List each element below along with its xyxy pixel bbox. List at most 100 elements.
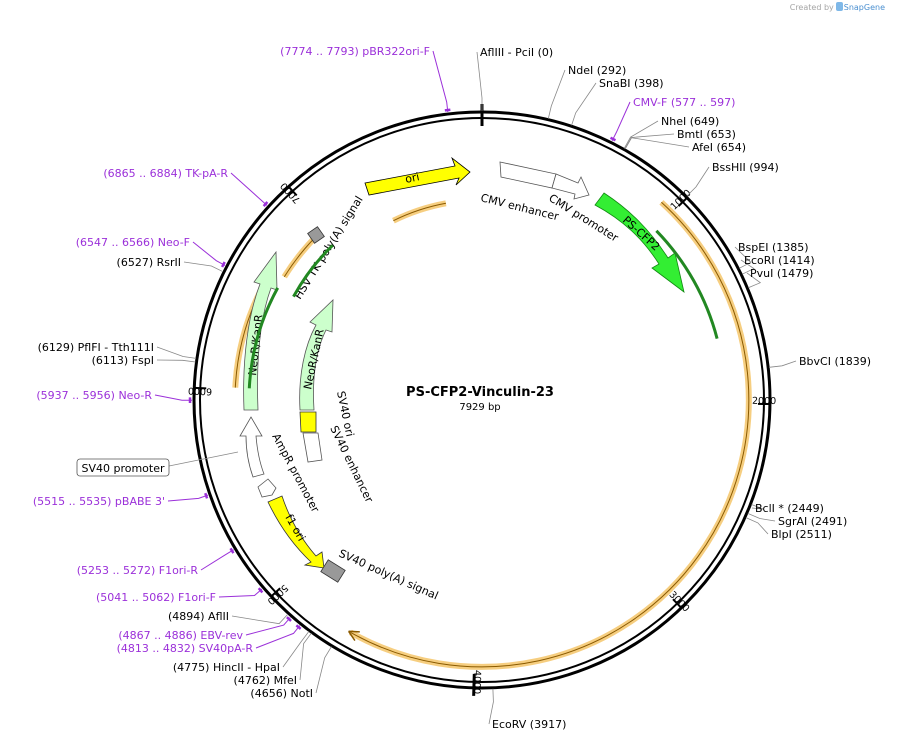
site-leader [734,246,752,269]
highlight-arc-line [350,201,750,668]
sv40-promoter-leader [168,451,239,467]
cds-arc [292,244,334,298]
site-leader [751,504,764,510]
site-label-afliii[interactable]: AflIII - PciI (0) [480,46,553,59]
site-label-ecorv[interactable]: EcoRV (3917) [492,718,566,731]
site-leader [547,69,566,119]
feature-sv40-polya[interactable] [320,559,346,583]
feature-ori[interactable] [364,156,471,196]
site-leader [746,272,762,289]
site-leader [686,166,710,197]
site-label-ndei[interactable]: NdeI (292) [568,64,626,77]
site-leader [476,51,483,111]
site-leader [156,346,197,359]
cds-arc [655,229,719,339]
primer-label-sv40pa-r[interactable]: (4813 .. 4832) SV40pA-R [117,642,254,655]
primer-mark [262,201,269,207]
primer-leader [230,172,268,206]
feature-sv40-ori[interactable] [299,411,317,433]
sv40-promoter-box[interactable] [76,458,170,477]
primer-mark [444,108,451,112]
site-label-aflii[interactable]: (4894) AflII [168,610,229,623]
site-label-hincii-hpai[interactable]: (4775) HincII - HpaI [173,661,280,674]
feature-f1-ori[interactable] [267,495,325,569]
feature-neor-inner[interactable] [299,299,334,411]
primer-leader [218,588,263,598]
primer-label-tk-pa-r[interactable]: (6865 .. 6884) TK-pA-R [103,167,228,180]
feature-ampr-promoter-tip[interactable] [257,478,277,498]
feature-ori-label: ori [404,170,421,186]
tick-mark [677,197,688,207]
site-label-blpi[interactable]: BlpI (2511) [771,528,832,541]
primer-leader [192,241,226,266]
primer-label-neo-r[interactable]: (5937 .. 5956) Neo-R [36,389,152,402]
primer-mark [229,547,235,554]
primer-label-f1ori-f[interactable]: (5041 .. 5062) F1ori-F [96,591,216,604]
site-leader [156,359,196,363]
site-leader [231,613,289,625]
primer-label-ebv-rev[interactable]: (4867 .. 4886) EBV-rev [118,629,243,642]
primer-label-f1ori-r[interactable]: (5253 .. 5272) F1ori-R [77,564,199,577]
feature-ps-cfp2[interactable] [594,192,685,293]
sv40-promoter-label: SV40 promoter [81,462,165,475]
plasmid-length: 7929 bp [459,402,500,413]
site-label-bbvci[interactable]: BbvCI (1839) [799,355,871,368]
credit-prefix: Created by [789,3,834,12]
site-label-bmti[interactable]: BmtI (653) [677,128,736,141]
site-label-noti[interactable]: (4656) NotI [250,687,313,700]
primer-label-pbabe-3[interactable]: (5515 .. 5535) pBABE 3' [33,495,165,508]
primer-mark [295,624,302,630]
tick-mark [270,587,281,598]
primer-mark [204,492,209,499]
primer-label-pbr322ori-f[interactable]: (7774 .. 7793) pBR322ori-F [280,45,430,58]
highlight-arc-line [393,202,446,222]
primer-label-neo-f[interactable]: (6547 .. 6566) Neo-F [76,236,190,249]
plasmid-name: PS-CFP2-Vinculin-23 [406,385,554,400]
cds-direction-arcs [247,229,719,389]
site-leader [571,82,597,126]
feature-cmv-enhancer[interactable] [499,161,557,189]
feature-ampr-promoter[interactable] [239,416,265,478]
site-label-rsrii[interactable]: (6527) RsrII [117,256,181,269]
tick-label: 2000 [752,396,776,407]
tick-mark [672,598,683,609]
tick-label: 6000 [188,385,213,397]
primer-mark [286,616,292,622]
site-leader [315,646,332,694]
primer-mark [609,136,617,142]
site-leader [740,259,755,275]
site-label-bspei[interactable]: BspEI (1385) [738,241,809,254]
cds-arc [247,287,280,389]
feature-cmv-enhancer-label: CMV enhancer [479,191,560,223]
site-label-pflfi-tth111i[interactable]: (6129) PflFI - Tth111I [38,341,154,354]
site-label-nhei[interactable]: NheI (649) [661,115,719,128]
site-labels: AflIII - PciI (0) NdeI (292)SnaBI (398) Nh… [33,45,871,731]
highlight-arc-arrowhead [347,630,360,642]
site-label-mfei[interactable]: (4762) MfeI [234,674,297,687]
site-label-bcli[interactable]: BclI * (2449) [755,502,824,515]
primer-leader [245,617,291,636]
site-label-snabi[interactable]: SnaBI (398) [599,77,664,90]
site-label-afei[interactable]: AfeI (654) [692,141,746,154]
feature-sv40-polya-label: SV40 poly(A) signal [337,547,440,603]
feature-ps-cfp2-label: PS-CFP2 [620,214,662,254]
site-leader [624,137,690,150]
site-label-bsshii[interactable]: BssHII (994) [712,161,779,174]
feature-cmv-promoter[interactable] [551,173,590,200]
site-label-sgrai[interactable]: SgrAI (2491) [778,515,847,528]
tick-mark [287,185,298,197]
site-label-ecori[interactable]: EcoRI (1414) [744,254,815,267]
primer-label-cmv-f[interactable]: CMV-F (577 .. 597) [633,96,735,109]
feature-sv40-enhancer[interactable] [302,432,323,463]
tick-mark [194,386,207,390]
feature-hsv-tk-polya[interactable] [307,226,325,244]
site-label-fspi[interactable]: (6113) FspI [92,354,154,367]
primer-leader [154,394,192,401]
site-label-pvui[interactable]: PvuI (1479) [750,267,813,280]
site-leader [769,360,797,368]
primer-leader [167,494,209,502]
primer-leader [255,625,301,649]
